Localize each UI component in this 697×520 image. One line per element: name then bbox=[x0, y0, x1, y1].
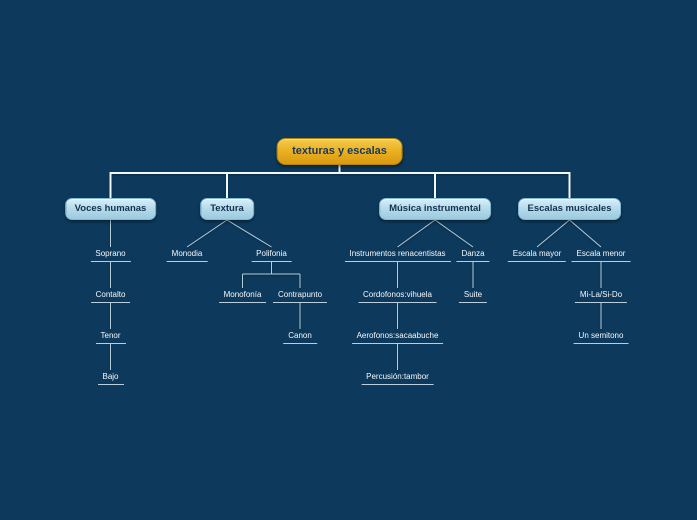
connector-textura-polifonia bbox=[226, 219, 272, 248]
node-canon[interactable]: Canon bbox=[283, 331, 317, 344]
connector-textura-monodia bbox=[186, 219, 228, 248]
connector-musica-instrumentos bbox=[397, 219, 436, 248]
node-tenor[interactable]: Tenor bbox=[95, 331, 126, 344]
connector-escalas-mayor bbox=[536, 219, 570, 248]
node-instrumentos-renacentistas[interactable]: Instrumentos renacentistas bbox=[344, 249, 451, 262]
node-un-semitono[interactable]: Un semitono bbox=[573, 331, 629, 344]
node-percusion-tambor[interactable]: Percusión:tambor bbox=[361, 372, 434, 385]
node-monofonia[interactable]: Monofonía bbox=[218, 290, 267, 303]
node-textura[interactable]: Textura bbox=[200, 198, 254, 220]
node-escala-menor[interactable]: Escala menor bbox=[571, 249, 631, 262]
node-cordofonos-vihuela[interactable]: Cordofonos:vihuela bbox=[358, 290, 437, 303]
node-suite[interactable]: Suite bbox=[458, 290, 488, 303]
node-escalas-musicales[interactable]: Escalas musicales bbox=[517, 198, 622, 220]
node-escala-mayor[interactable]: Escala mayor bbox=[507, 249, 567, 262]
node-mi-la-si-do[interactable]: Mi-La/Si-Do bbox=[574, 290, 628, 303]
node-monodia[interactable]: Monodia bbox=[166, 249, 208, 262]
node-root[interactable]: texturas y escalas bbox=[276, 138, 403, 165]
node-voces-humanas[interactable]: Voces humanas bbox=[64, 198, 157, 220]
main-connectors bbox=[109, 164, 571, 198]
node-contalto[interactable]: Contalto bbox=[90, 290, 131, 303]
sub-connectors bbox=[110, 219, 602, 370]
node-polifonia[interactable]: Polifonia bbox=[251, 249, 292, 262]
connector-escalas-menor bbox=[569, 219, 602, 248]
node-bajo[interactable]: Bajo bbox=[97, 372, 124, 385]
connector-musica-danza bbox=[434, 219, 474, 248]
node-musica-instrumental[interactable]: Música instrumental bbox=[379, 198, 491, 220]
node-danza[interactable]: Danza bbox=[456, 249, 490, 262]
node-soprano[interactable]: Soprano bbox=[90, 249, 131, 262]
node-aerofonos-sacaabuche[interactable]: Aerofonos:sacaabuche bbox=[351, 331, 444, 344]
node-contrapunto[interactable]: Contrapunto bbox=[272, 290, 328, 303]
